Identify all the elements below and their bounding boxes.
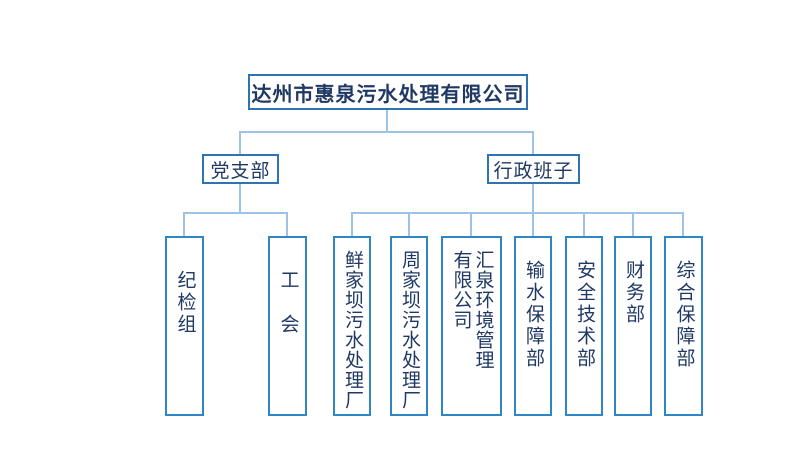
finance-dept-label: 财务部 (623, 260, 645, 326)
org-box-zhoujiaba-sewage-plant: 周家坝污水处理厂 (390, 236, 428, 416)
org-box-general-support-dept: 综合保障部 (664, 236, 703, 416)
admin-team-label: 行政班子 (493, 160, 574, 182)
org-box-safety-technology-dept: 安全技术部 (565, 236, 603, 416)
org-box-huiquan-environment-company: 汇泉环境管理 有限公司 (441, 236, 502, 416)
connector-root-down (386, 110, 388, 131)
connector-huiquan-env-company-drop (470, 214, 472, 236)
connector-admin-children-horizontal (351, 212, 684, 214)
discipline-inspection-group-label: 纪检组 (174, 270, 196, 336)
org-box-xianjiaba-sewage-plant: 鲜家坝污水处理厂 (333, 236, 371, 416)
water-supply-support-dept-label: 输水保障部 (523, 260, 545, 370)
connector-party-branch-down (239, 184, 241, 212)
labor-union-label: 工 会 (277, 270, 299, 336)
company-name-label: 达州市惠泉污水处理有限公司 (251, 83, 525, 106)
huiquan-environment-company-label: 汇泉环境管理 有限公司 (450, 250, 494, 370)
connector-finance-dept-drop (632, 214, 634, 236)
party-branch-label: 党支部 (210, 160, 271, 182)
org-box-party-branch: 党支部 (202, 154, 279, 184)
org-box-discipline-inspection-group: 纪检组 (165, 236, 204, 416)
connector-xianjiaba-plant-drop (351, 214, 353, 236)
connector-zhoujiaba-plant-drop (408, 214, 410, 236)
connector-admin-team-down (532, 184, 534, 212)
org-box-water-supply-support-dept: 输水保障部 (514, 236, 552, 416)
safety-technology-dept-label: 安全技术部 (574, 260, 596, 370)
general-support-dept-label: 综合保障部 (673, 260, 695, 370)
org-box-labor-union: 工 会 (268, 236, 307, 416)
org-box-finance-dept: 财务部 (614, 236, 652, 416)
connector-general-support-dept-drop (682, 214, 684, 236)
connector-level2-horizontal (239, 131, 534, 133)
connector-party-children-horizontal (183, 212, 288, 214)
connector-party-branch-drop (239, 133, 241, 154)
connector-admin-team-drop (532, 133, 534, 154)
zhoujiaba-sewage-plant-label: 周家坝污水处理厂 (399, 250, 421, 410)
connector-discipline-group-drop (183, 214, 185, 236)
xianjiaba-sewage-plant-label: 鲜家坝污水处理厂 (342, 250, 364, 410)
org-box-company: 达州市惠泉污水处理有限公司 (248, 74, 528, 110)
connector-labor-union-drop (286, 214, 288, 236)
connector-water-supply-dept-drop (532, 214, 534, 236)
org-box-admin-team: 行政班子 (487, 154, 580, 184)
connector-safety-tech-dept-drop (583, 214, 585, 236)
